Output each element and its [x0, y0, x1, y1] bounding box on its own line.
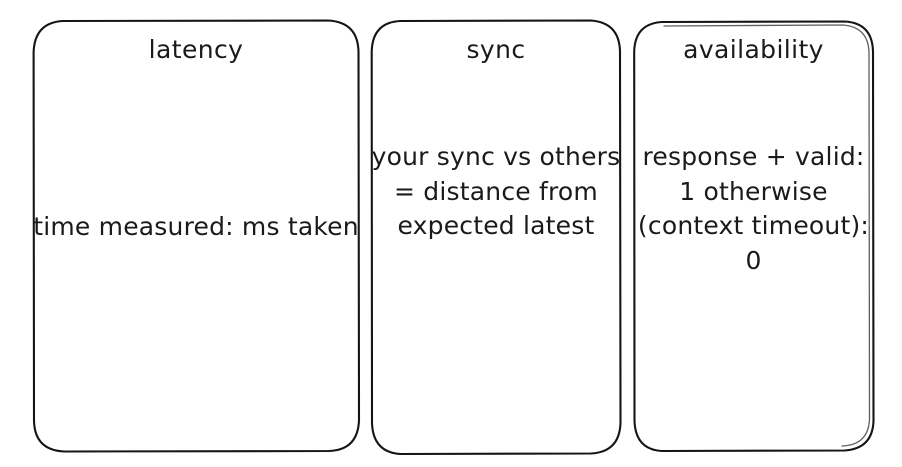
card-latency-title: latency — [148, 35, 244, 64]
card-sync[interactable]: sync your sync vs others = distance from… — [370, 19, 622, 456]
card-availability-title: availability — [683, 35, 824, 64]
card-latency[interactable]: latency time measured: ms taken — [32, 19, 361, 453]
card-sync-title: sync — [466, 35, 526, 64]
card-availability-body: response + valid: 1 otherwise (context t… — [637, 142, 870, 275]
card-sync-body: your sync vs others = distance from expe… — [371, 142, 621, 240]
card-latency-body: time measured: ms taken — [33, 212, 359, 241]
card-availability[interactable]: availability response + valid: 1 otherwi… — [632, 19, 875, 453]
